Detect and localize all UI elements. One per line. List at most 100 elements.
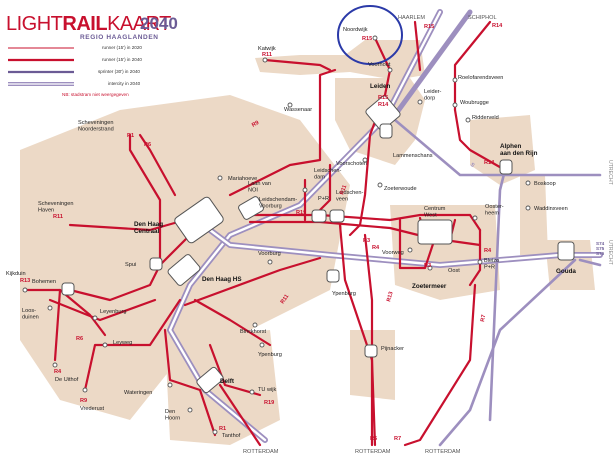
corridor-alphen-utrecht <box>488 168 507 422</box>
line-label-r3-b: R3 <box>424 263 431 269</box>
label-mariahoeve: Mariahoeve <box>228 176 257 182</box>
line-label-r6-leyenburg: R6 <box>76 336 83 342</box>
line-label-r19-leidschendam: R19 <box>296 210 306 216</box>
stop-katwijk <box>262 57 268 63</box>
label-ypenburg: Ypenburg <box>332 291 356 297</box>
label-spui: Spui <box>125 262 136 268</box>
label-leyweg: Leyweg <box>113 340 132 346</box>
line-label-noordwijk-r15: R15 <box>362 36 372 42</box>
label-den-haag-hs: Den Haag HS <box>202 276 242 283</box>
line-label-r4-a: R4 <box>372 245 380 251</box>
pijnacker-box <box>364 344 378 358</box>
stop-tanthof <box>212 429 218 435</box>
label-zoeterwoude: Zoeterwoude <box>384 186 417 192</box>
laan-van-noi-box <box>238 196 264 220</box>
title-text: LIGHTRAILKAART <box>6 13 171 35</box>
bohemen-box <box>61 282 75 296</box>
label-kijkduin: Kijkduin <box>6 271 26 277</box>
stop-loosduinen <box>47 305 53 311</box>
ypenburg-box <box>326 269 340 283</box>
area-katwijk-noordwijk <box>255 40 425 80</box>
area-boskoop-waddinxveen <box>520 175 548 255</box>
leidschenveen-box <box>329 209 345 223</box>
line-label-r6-north: R6 <box>144 142 151 148</box>
label-lammenschans: Lammenschans <box>393 153 433 159</box>
line-label-r15-haarlem: R15 <box>424 24 434 30</box>
leidschendam-box <box>311 209 327 223</box>
stop-leyenburg <box>92 315 98 321</box>
stop-kijkduin <box>22 287 28 293</box>
label-zoetermeer: Zoetermeer <box>412 283 447 290</box>
urban-areas <box>20 40 595 445</box>
stop-leiderdorp <box>417 99 423 105</box>
stop-oost <box>427 265 433 271</box>
line-r9-wassenaar <box>228 68 337 197</box>
label-bohemen: Bohemen <box>32 279 56 285</box>
den-haag-centraal-box <box>174 196 224 244</box>
legend-label-1: runner (15') in 2040 <box>102 57 142 62</box>
lammenschans-box <box>379 123 393 139</box>
line-label-r7-rotterdam: R7 <box>394 436 401 442</box>
stop-ypenburg2 <box>259 342 265 348</box>
line-label-r11-south: R11 <box>280 294 291 306</box>
label-oosterheem: Ooster-heem <box>485 204 504 217</box>
line-denhaag-spui <box>68 213 212 302</box>
label-leidschendam-voorburg: Leidschendam-Voorburg <box>259 197 297 210</box>
stop-voorweg <box>407 247 413 253</box>
line-r14-alphen <box>453 108 507 172</box>
legend-note: NB: stadstram niet weergegeven <box>62 92 129 97</box>
line-label-r13-kijkduin: R13 <box>20 278 30 284</box>
den-haag-hs-box <box>167 254 201 286</box>
stop-wateringen <box>167 382 173 388</box>
stop-wassenaar <box>287 102 293 108</box>
line-r3-loop <box>398 218 437 270</box>
dir-schiphol: SCHIPHOL <box>468 15 497 21</box>
label-pr1: P+R <box>318 196 329 202</box>
label-voorburg: Voorburg <box>258 251 281 257</box>
leiden-box <box>365 95 401 131</box>
line-r9-vrederust <box>83 298 182 392</box>
zoetermeer-centrum-box <box>417 219 453 245</box>
stop-waddinxveen <box>525 205 531 211</box>
stop-mariahoeve <box>217 175 223 181</box>
interchanges <box>61 95 575 394</box>
line-delft-rotterdam <box>218 383 262 447</box>
line-label-r3-a: R3 <box>363 238 370 244</box>
dir-rotterdam-1: ROTTERDAM <box>243 449 279 455</box>
legend-label-2: sprinter (30') in 2040 <box>98 69 140 74</box>
corridor-leiden-utrecht <box>393 118 602 177</box>
alphen-box <box>499 159 513 175</box>
stop-boskoop <box>525 180 531 186</box>
label-pijnacker: Pijnacker <box>381 346 404 352</box>
stops <box>22 35 531 435</box>
line-label-r4-uithof: R4 <box>54 369 62 375</box>
label-oost: Oost <box>448 268 460 274</box>
label-ypenburg2: Ypenburg <box>258 352 282 358</box>
line-label-katwijk-r11: R11 <box>262 52 272 58</box>
stop-woubrugge <box>452 102 458 108</box>
dir-rotterdam-2: ROTTERDAM <box>355 449 391 455</box>
line-r19-delft <box>208 343 262 397</box>
station-labels: Katwijk Noordwijk Voorhout Leiden Roelof… <box>6 27 576 439</box>
label-noordwijk: Noordwijk <box>343 27 368 33</box>
dir-haarlem: HAARLEM <box>398 15 425 21</box>
stop-oosterheem <box>472 215 478 221</box>
line-label-r19-tu: R19 <box>264 400 274 406</box>
line-label-r13-pijnacker: R13 <box>386 291 394 302</box>
line-r4-uithof <box>53 288 62 362</box>
label-wassenaar: Wassenaar <box>284 107 312 113</box>
label-leyenburg: Leyenburg <box>100 309 126 315</box>
label-waddinxveen: Waddinxveen <box>534 206 568 212</box>
stop-den-hoorn <box>187 407 193 413</box>
label-leidschendam: Leidschen-dam <box>314 168 342 181</box>
stop-leidschendam <box>302 187 308 193</box>
label-delft: Delft <box>220 378 235 385</box>
dir-rotterdam-3: ROTTERDAM <box>425 449 461 455</box>
legend-label-0: runner (15') in 2020 <box>102 45 142 50</box>
gouda-box <box>557 241 575 261</box>
